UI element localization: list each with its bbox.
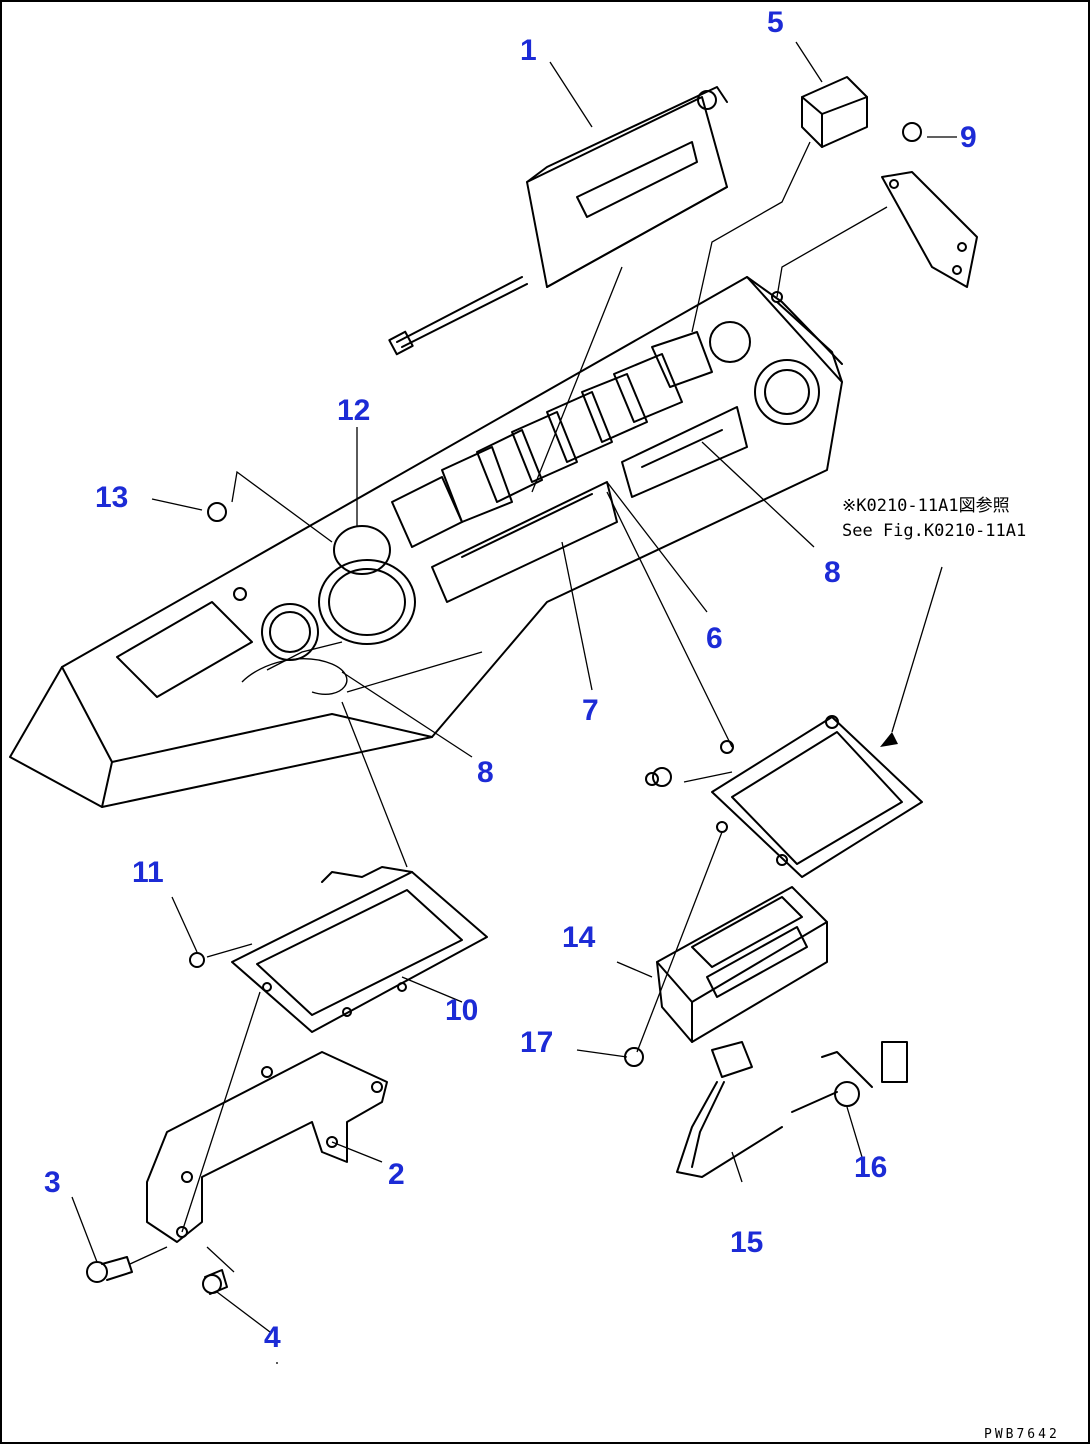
bolt-3-part <box>86 1246 168 1283</box>
wire-harness <box>676 1041 908 1178</box>
relay-part <box>801 76 868 148</box>
nut-4-part <box>202 1269 228 1295</box>
callout-11: 11 <box>132 856 164 889</box>
callout-12: 12 <box>337 394 370 427</box>
callout-15: 15 <box>730 1226 763 1259</box>
reference-note-japanese: ※K0210-11A1図参照 <box>842 496 1010 516</box>
callout-5: 5 <box>767 6 784 39</box>
callout-6: 6 <box>706 622 723 655</box>
reference-arrow-head <box>880 732 898 747</box>
callout-14: 14 <box>562 921 596 954</box>
monitor-unit <box>388 86 728 356</box>
frame-plate <box>231 866 488 1033</box>
screw-13-part <box>207 502 227 522</box>
callout-8-right: 8 <box>824 556 841 589</box>
callout-13: 13 <box>95 481 128 514</box>
callout-17: 17 <box>520 1026 553 1059</box>
leader-lines <box>71 41 957 1364</box>
mounting-bracket <box>146 1051 388 1243</box>
callout-2: 2 <box>388 1158 405 1191</box>
callout-9: 9 <box>960 121 977 154</box>
callout-labels: 1 2 3 4 5 6 7 8 8 9 10 11 12 13 14 15 16… <box>44 6 977 1354</box>
reference-note-english: See Fig.K0210-11A1 <box>842 521 1026 541</box>
callout-8-left: 8 <box>477 756 494 789</box>
bracket-upper-right <box>881 122 978 288</box>
drawing-code: PWB7642 <box>984 1427 1060 1442</box>
callout-7: 7 <box>582 694 599 727</box>
callout-3: 3 <box>44 1166 61 1199</box>
callout-10: 10 <box>445 994 478 1027</box>
right-frame-plate <box>645 715 923 878</box>
callout-16: 16 <box>854 1151 887 1184</box>
callout-1: 1 <box>520 34 537 67</box>
switch-box <box>624 886 828 1067</box>
screw-11-part <box>189 952 205 968</box>
callout-4: 4 <box>264 1321 281 1354</box>
console-body <box>9 276 843 808</box>
